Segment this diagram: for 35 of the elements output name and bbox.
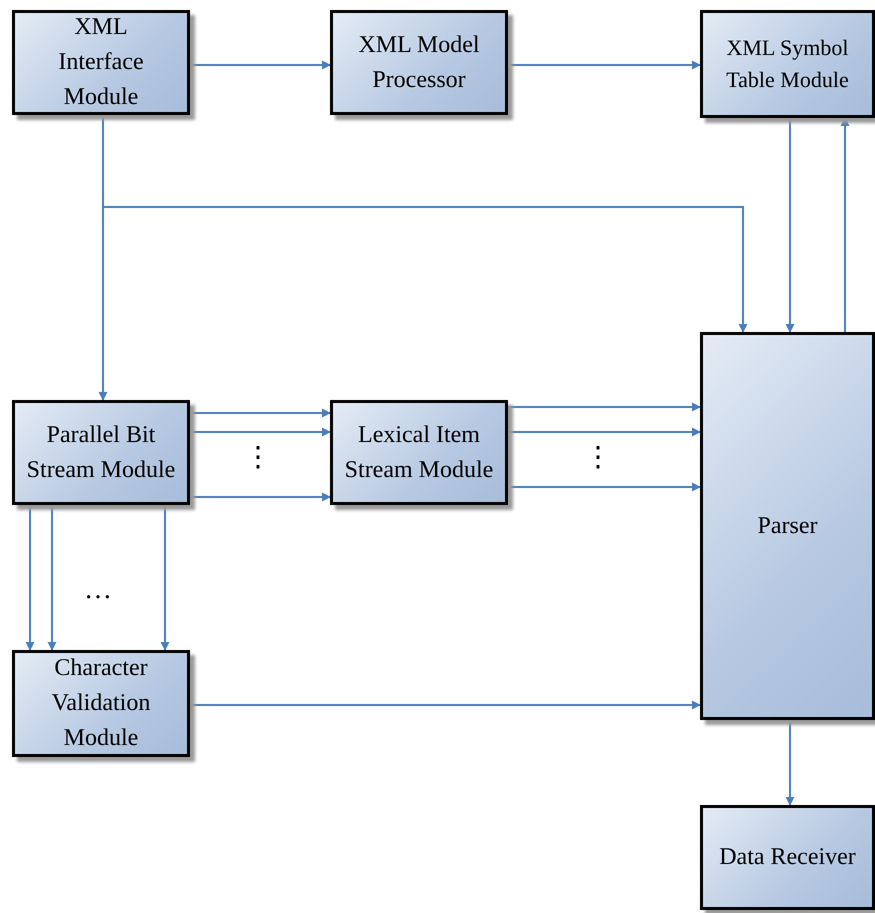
- arrow: [508, 428, 701, 436]
- arrow: [508, 402, 701, 412]
- arrow: [190, 408, 331, 418]
- arrow: [190, 700, 701, 710]
- arrow: [508, 482, 701, 492]
- box-label: Character Validation Module: [50, 654, 152, 753]
- box-label: XML Model Processor: [357, 30, 481, 94]
- box-label: Lexical Item Stream Module: [344, 420, 494, 484]
- box-label: Parallel Bit Stream Module: [26, 420, 176, 484]
- arrow: [508, 60, 701, 70]
- arrow: [190, 60, 331, 70]
- process-box: [330, 10, 508, 115]
- arrow: [786, 118, 794, 333]
- process-box: [12, 650, 190, 757]
- ellipsis-mark: ⋮: [584, 444, 612, 472]
- process-box: [12, 400, 190, 505]
- arrow: [190, 428, 331, 436]
- box-label: XML Interface Module: [57, 13, 145, 112]
- process-box: [700, 332, 875, 720]
- arrow: [98, 115, 108, 401]
- process-box: [700, 805, 875, 910]
- box-label: Parser: [758, 512, 818, 541]
- arrow: [160, 505, 170, 651]
- box-label: XML Symbol Table Module: [725, 34, 850, 94]
- process-box: [12, 10, 190, 115]
- ellipsis-mark: …: [84, 576, 112, 604]
- arrow: [840, 117, 850, 332]
- box-label: Data Receiver: [719, 843, 856, 872]
- ellipsis-mark: ⋮: [244, 444, 272, 472]
- process-box: [700, 10, 875, 118]
- arrow: [48, 505, 56, 651]
- arrow: [26, 505, 34, 651]
- arrow: [190, 492, 331, 502]
- arrow: [786, 720, 794, 806]
- process-box: [330, 400, 508, 505]
